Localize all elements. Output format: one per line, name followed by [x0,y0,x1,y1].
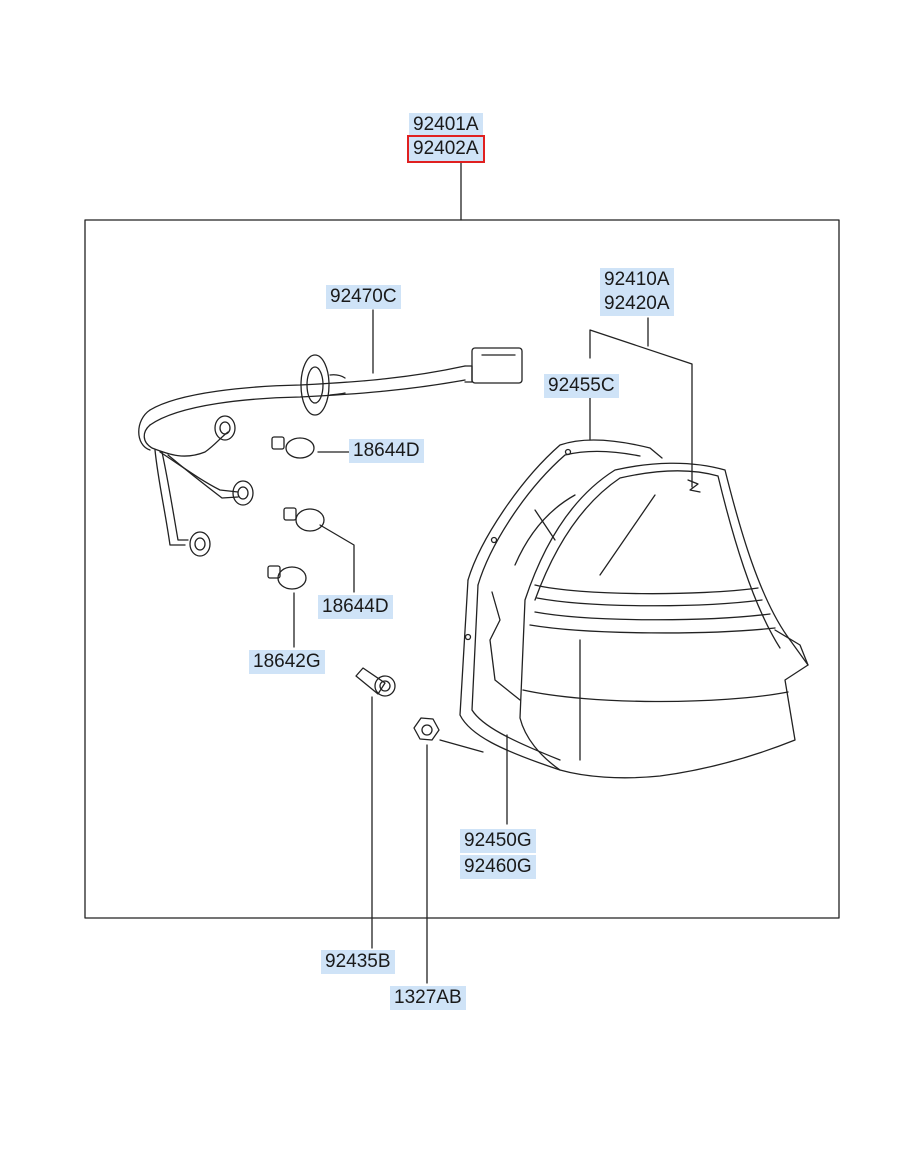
label-packing[interactable]: 92455C [544,374,619,398]
bulb-middle-drawing [283,507,325,532]
label-holder-rh[interactable]: 92460G [460,855,536,879]
label-holder-lh[interactable]: 92450G [460,829,536,853]
leader-lens-branch [589,329,693,488]
label-lens-housing-lh[interactable]: 92410A [600,268,674,292]
label-bulb-top[interactable]: 18644D [349,439,424,463]
label-assembly-lh[interactable]: 92401A [409,113,483,137]
bulb-top-drawing [271,436,315,459]
nut-drawing [413,717,440,741]
label-assembly-rh-selected[interactable]: 92402A [407,135,485,163]
label-bulb-middle[interactable]: 18644D [318,595,393,619]
label-socket[interactable]: 92435B [321,950,395,974]
lamp-lens-drawing [519,462,809,779]
leader-bulb-middle [319,524,355,593]
lamp-housing-drawing [459,439,663,771]
leader-holder-screw [439,739,484,753]
socket-drawing [355,667,396,697]
assembly-frame [84,219,840,919]
label-wiring-harness[interactable]: 92470C [326,285,401,309]
label-nut[interactable]: 1327AB [390,986,466,1010]
wiring-harness-drawing [138,347,523,557]
bulb-bottom-drawing [267,565,307,590]
label-lens-housing-rh[interactable]: 92420A [600,292,674,316]
label-bulb-bottom[interactable]: 18642G [249,650,325,674]
